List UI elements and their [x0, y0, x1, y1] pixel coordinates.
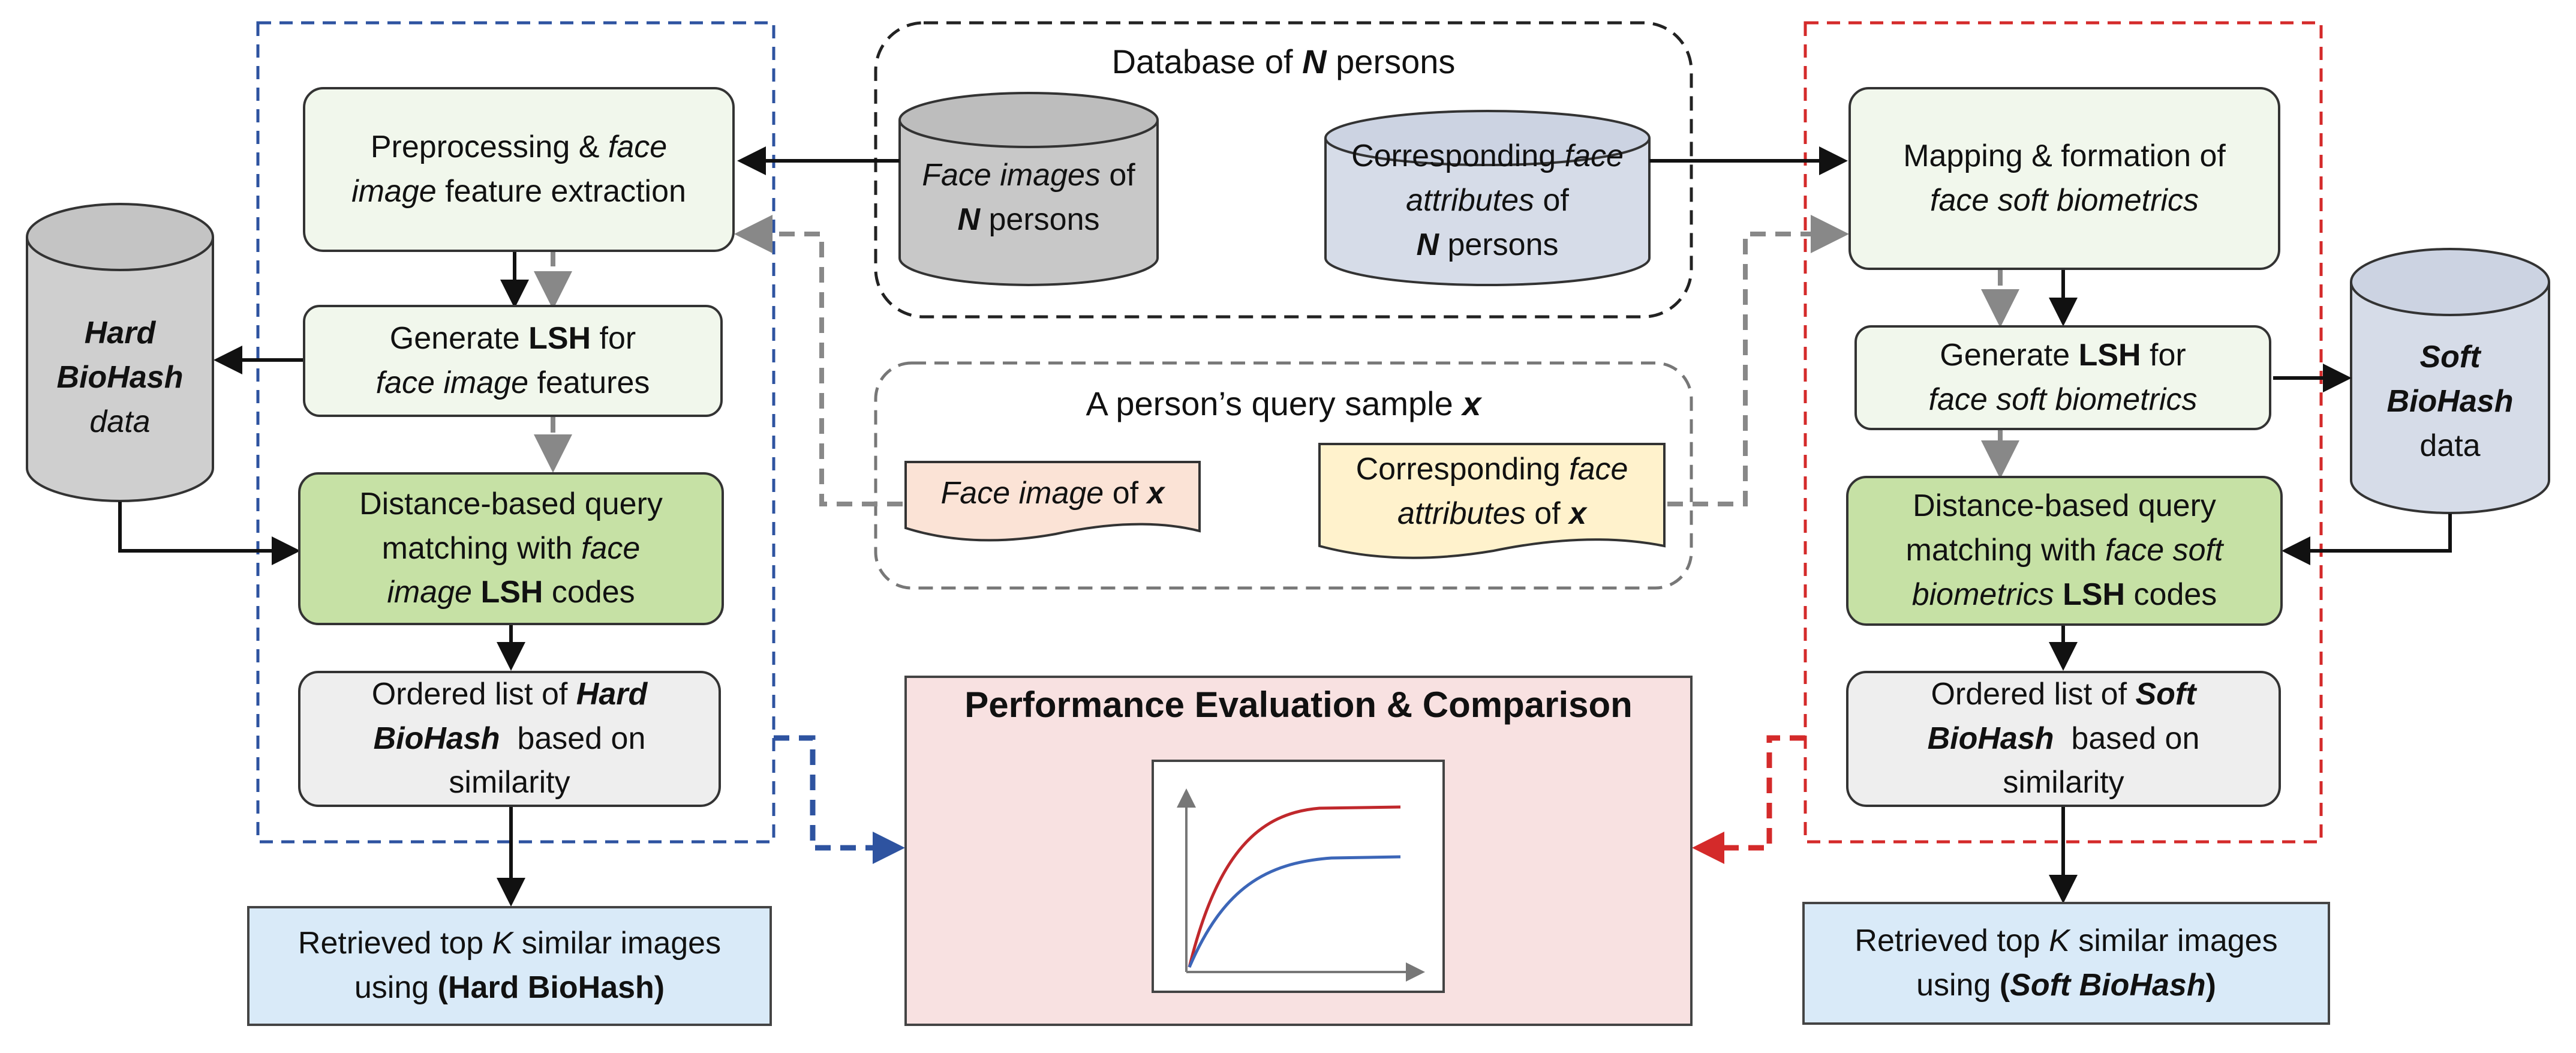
face-attributes-label: Corresponding face attributes of N perso… [1351, 139, 1624, 262]
evaluation-title: Performance Evaluation & Comparison [964, 685, 1633, 725]
soft-biohash-db-label: Soft BioHash data [2386, 340, 2514, 463]
soft-generate-lsh-box: Generate LSH for face soft biometrics [1854, 325, 2271, 430]
arrow-soft-to-evaluation [1692, 735, 1805, 864]
soft-biohash-db-cylinder [2350, 248, 2550, 514]
chart-curve-top [1188, 805, 1401, 968]
hard-preprocess-box: Preprocessing & face image feature extra… [303, 87, 735, 252]
soft-retrieved-box: Retrieved top K similar images using (So… [1802, 902, 2330, 1025]
hard-matching-box: Distance-based query matching with face … [298, 472, 724, 625]
query-face-image-label: Face image of x [940, 475, 1165, 511]
soft-ordered-list-box: Ordered list of Soft BioHash based on si… [1846, 671, 2281, 807]
arrow-query-image-to-preprocess [734, 215, 903, 506]
arrow-soft-db-to-matching [2282, 514, 2452, 565]
face-images-label: Face images of N persons [922, 158, 1135, 237]
soft-matching-box: Distance-based query matching with face … [1846, 476, 2283, 626]
hard-biohash-db-cylinder [26, 203, 214, 502]
database-title: Database of N persons [1111, 43, 1456, 80]
face-attributes-cylinder [1324, 110, 1651, 286]
evaluation-mini-chart [1177, 788, 1425, 982]
face-image-card [904, 461, 1201, 542]
database-frame [874, 21, 1693, 319]
arrow-query-attr-to-mapping [1667, 215, 1849, 506]
solid-arrows [118, 146, 2452, 907]
hard-generate-lsh-box: Generate LSH for face image features [303, 305, 723, 417]
face-attributes-card [1318, 443, 1666, 559]
face-images-cylinder [898, 92, 1159, 286]
hard-retrieved-box: Retrieved top K similar images using (Ha… [247, 906, 772, 1026]
query-frame [874, 361, 1693, 590]
hard-ordered-list-box: Ordered list of Hard BioHash based on si… [298, 671, 721, 807]
query-face-attributes-label: Corresponding face attributes of x [1355, 452, 1628, 531]
hard-biohash-db-label: Hard BioHash data [56, 316, 184, 439]
soft-mapping-box: Mapping & formation of face soft biometr… [1848, 87, 2280, 270]
query-arrows [534, 215, 2019, 506]
evaluation-chart-frame [1152, 760, 1445, 993]
chart-curve-bottom [1188, 855, 1401, 968]
arrow-hard-to-evaluation [774, 735, 905, 864]
arrow-hard-db-to-matching [118, 502, 300, 565]
query-title: A person’s query sample x [1086, 385, 1481, 422]
